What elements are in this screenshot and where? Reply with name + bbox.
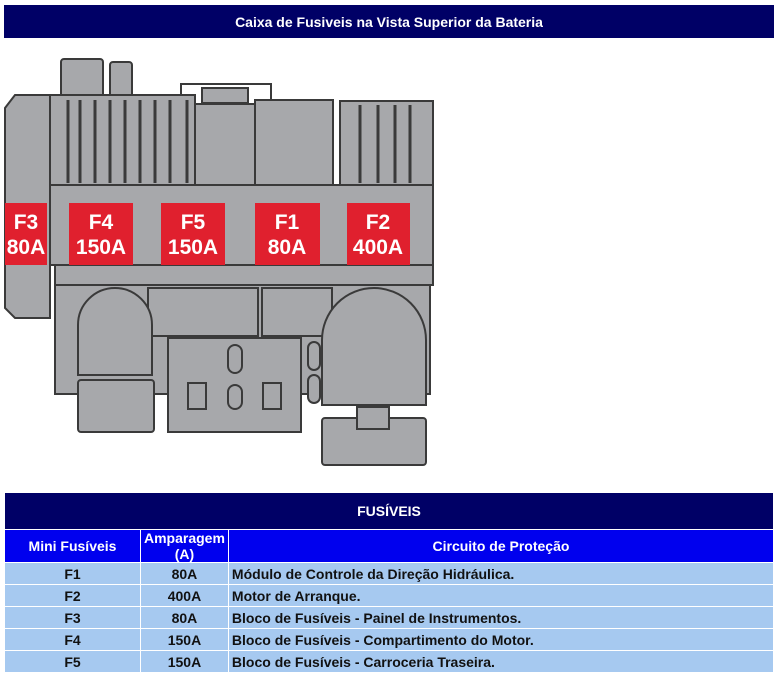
fuse-f1: F1 80A xyxy=(268,211,307,259)
header-circuit: Circuito de Proteção xyxy=(227,529,775,563)
fuse-cell: F4 xyxy=(4,628,141,651)
fuse-f5: F5 150A xyxy=(168,211,218,259)
circuit-cell: Bloco de Fusíveis - Compartimento do Mot… xyxy=(227,628,775,651)
fuse-cell: F1 xyxy=(4,562,141,585)
fuse-amp: 150A xyxy=(168,236,218,259)
fuse-amp: 150A xyxy=(76,236,126,259)
fuse-table: FUSÍVEIS Mini Fusíveis Amparagem (A) Cir… xyxy=(4,492,775,673)
fuse-box-diagram: F3 80A F4 150A F5 150A F1 80A F2 400A xyxy=(4,58,434,466)
header-amperage: Amparagem (A) xyxy=(140,529,229,563)
amp-cell: 400A xyxy=(140,584,229,607)
fuse-id: F2 xyxy=(366,211,391,234)
circuit-cell: Bloco de Fusíveis - Carroceria Traseira. xyxy=(227,650,775,673)
fuse-id: F3 xyxy=(14,211,39,234)
circuit-cell: Motor de Arranque. xyxy=(227,584,775,607)
amp-cell: 150A xyxy=(140,650,229,673)
amp-cell: 80A xyxy=(140,606,229,629)
fuse-cell: F3 xyxy=(4,606,141,629)
fuse-id: F4 xyxy=(89,211,114,234)
table-row: F3 80A Bloco de Fusíveis - Painel de Ins… xyxy=(4,606,775,629)
circuit-cell: Módulo de Controle da Direção Hidráulica… xyxy=(227,562,775,585)
table-row: F1 80A Módulo de Controle da Direção Hid… xyxy=(4,562,775,585)
fuse-f3: F3 80A xyxy=(7,211,46,259)
table-row: F5 150A Bloco de Fusíveis - Carroceria T… xyxy=(4,650,775,673)
header-fuse: Mini Fusíveis xyxy=(4,529,141,563)
fuse-amp: 80A xyxy=(7,236,46,259)
amp-cell: 80A xyxy=(140,562,229,585)
fuse-amp: 80A xyxy=(268,236,307,259)
table-title: FUSÍVEIS xyxy=(4,492,774,530)
fuse-f4: F4 150A xyxy=(76,211,126,259)
circuit-cell: Bloco de Fusíveis - Painel de Instrument… xyxy=(227,606,775,629)
table-row: F4 150A Bloco de Fusíveis - Compartiment… xyxy=(4,628,775,651)
fuse-cell: F2 xyxy=(4,584,141,607)
diagram-title: Caixa de Fusiveis na Vista Superior da B… xyxy=(4,5,774,38)
fuse-f2: F2 400A xyxy=(353,211,403,259)
fuse-id: F5 xyxy=(181,211,206,234)
fuse-amp: 400A xyxy=(353,236,403,259)
fuse-id: F1 xyxy=(275,211,300,234)
amp-cell: 150A xyxy=(140,628,229,651)
fuse-cell: F5 xyxy=(4,650,141,673)
table-row: F2 400A Motor de Arranque. xyxy=(4,584,775,607)
